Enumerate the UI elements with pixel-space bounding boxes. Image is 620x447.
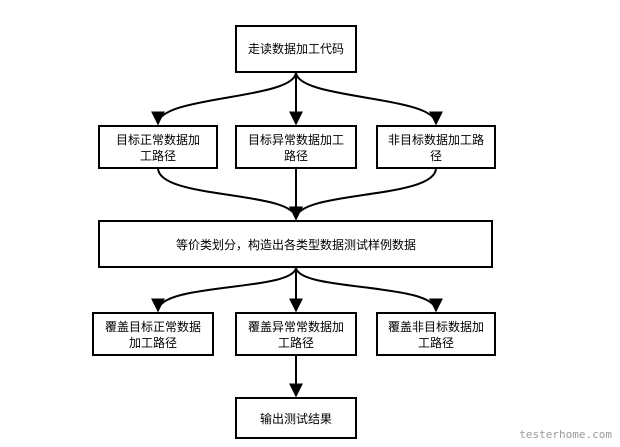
node-cover-non-target: 覆盖非目标数据加工路径 — [376, 312, 496, 356]
edge-non-target-path-to-partition — [289, 167, 437, 221]
node-cover-normal: 覆盖目标正常数据加工路径 — [92, 312, 214, 356]
edge-start-to-non-target-path — [295, 71, 443, 126]
label-line: 目标异常数据加工 — [248, 132, 344, 147]
watermark: testerhome.com — [519, 428, 612, 441]
node-normal-path: 目标正常数据加工路径 — [98, 125, 218, 169]
label-line: 非目标数据加工路 — [388, 132, 484, 147]
node-cover-abnormal-label: 覆盖异常常数据加工路径 — [248, 319, 344, 350]
node-abnormal-path: 目标异常数据加工路径 — [235, 125, 357, 169]
node-cover-non-target-label: 覆盖非目标数据加工路径 — [388, 319, 484, 350]
node-non-target-path: 非目标数据加工路径 — [376, 125, 496, 169]
node-output-label: 输出测试结果 — [260, 411, 332, 426]
label-line: 工路径 — [140, 148, 176, 163]
node-start: 走读数据加工代码 — [235, 25, 357, 73]
label-line: 覆盖目标正常数据 — [105, 319, 201, 334]
node-start-label: 走读数据加工代码 — [248, 41, 344, 56]
label-line: 工路径 — [278, 335, 314, 350]
label-line: 加工路径 — [129, 335, 177, 350]
label-line: 覆盖非目标数据加 — [388, 319, 484, 334]
node-cover-normal-label: 覆盖目标正常数据加工路径 — [105, 319, 201, 350]
edge-start-to-normal-path — [151, 71, 297, 126]
node-non-target-path-label: 非目标数据加工路径 — [388, 132, 484, 163]
edge-partition-to-cover-normal — [151, 266, 297, 313]
label-line: 路径 — [284, 148, 308, 163]
edge-normal-path-to-partition — [157, 167, 303, 221]
label-line: 径 — [430, 149, 442, 163]
label-line: 目标正常数据加 — [116, 132, 200, 147]
node-abnormal-path-label: 目标异常数据加工路径 — [248, 132, 344, 163]
node-normal-path-label: 目标正常数据加工路径 — [116, 132, 200, 163]
node-output: 输出测试结果 — [235, 397, 357, 439]
label-line: 覆盖异常常数据加 — [248, 319, 344, 334]
edges — [151, 71, 443, 398]
edge-partition-to-cover-non-target — [295, 266, 443, 313]
label-line: 工路径 — [418, 335, 454, 350]
node-partition: 等价类划分，构造出各类型数据测试样例数据 — [98, 220, 493, 268]
node-cover-abnormal: 覆盖异常常数据加工路径 — [235, 312, 357, 356]
node-partition-label: 等价类划分，构造出各类型数据测试样例数据 — [176, 237, 416, 252]
